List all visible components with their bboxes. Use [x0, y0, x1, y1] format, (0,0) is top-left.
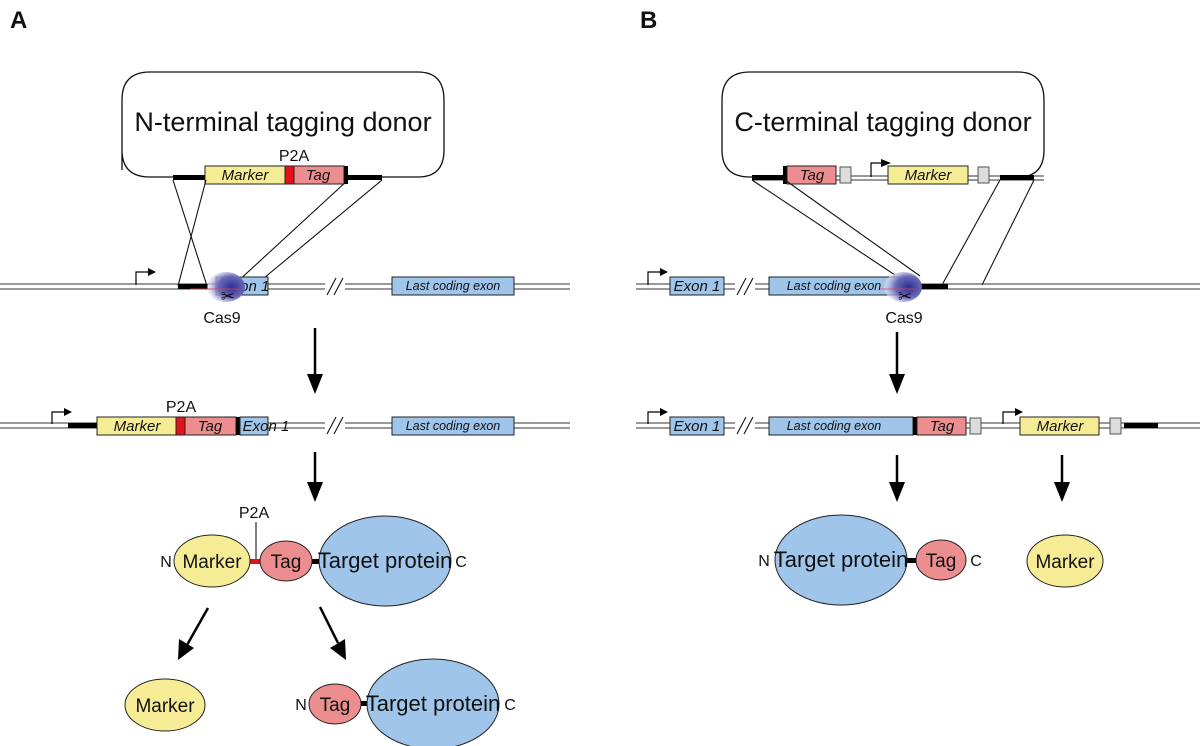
marker-label-protein-a: Marker	[182, 552, 242, 573]
target-protein-a	[318, 515, 452, 607]
marker-protein-a	[173, 534, 251, 588]
marker-label-donor-b: Marker	[905, 167, 953, 184]
n-terminus-label-a: N	[160, 554, 172, 571]
tag-product-a	[308, 683, 362, 725]
cas9-label-a: Cas9	[203, 310, 240, 327]
marker-label-product-a: Marker	[135, 696, 195, 717]
tag-label-protein-a: Tag	[271, 552, 302, 573]
fusion-protein-b: Target protein Tag N C Marker	[758, 514, 1104, 606]
spacer-box-donor-b1	[839, 166, 852, 184]
target-label-product-a: Target protein	[366, 691, 501, 716]
last-exon-label-b: Last coding exon	[787, 279, 882, 293]
tag-box-donor-b	[786, 165, 837, 185]
last-exon-label-a: Last coding exon	[406, 279, 501, 293]
scissors-icon: ✂	[898, 287, 912, 306]
promoter-arrow-icon	[135, 271, 152, 285]
target-label-protein-a: Target protein	[318, 548, 453, 573]
break-icon	[736, 277, 747, 296]
tag-label-donor-a: Tag	[306, 167, 331, 184]
tag-label-edited-a: Tag	[198, 418, 223, 435]
last-exon-box-a	[391, 276, 515, 296]
last-exon-box-edited-a	[391, 416, 515, 436]
tag-protein-b	[915, 539, 967, 581]
last-exon-label-edited-b: Last coding exon	[787, 419, 882, 433]
homology-arm-right-b	[1000, 175, 1034, 180]
scissors-icon: ✂	[221, 287, 235, 306]
c-terminus-label-b: C	[970, 553, 982, 570]
cas9-blob-a	[207, 272, 245, 302]
target-label-protein-b: Target protein	[774, 547, 909, 572]
marker-box-donor-b	[887, 165, 969, 185]
spacer-box-edited-b1	[969, 417, 982, 435]
break-icon	[326, 277, 337, 296]
marker-box-edited-b	[1019, 416, 1100, 436]
genome-locus-a: Exon 1 Last coding exon ✂ Cas9	[0, 268, 570, 327]
panel-a: A N-terminal tagging donor Marker Tag P2…	[0, 7, 570, 746]
panel-b: B C-terminal tagging donor Tag Marker	[636, 7, 1200, 606]
homology-region-b	[916, 284, 948, 289]
p2a-label-protein-a: P2A	[239, 505, 270, 522]
cas9-blob-b	[884, 272, 922, 302]
marker-label-protein-b: Marker	[1035, 552, 1095, 573]
exon1-box-edited-b	[669, 416, 725, 436]
donor-title-b: C-terminal tagging donor	[734, 107, 1031, 137]
promoter-arrow-icon	[1002, 411, 1019, 424]
tag-label-product-a: Tag	[320, 695, 351, 716]
tag-box-edited-b	[916, 416, 967, 436]
p2a-label-donor-a: P2A	[279, 148, 310, 165]
marker-label-edited-b: Marker	[1037, 418, 1085, 435]
homology-arm-left-a	[173, 175, 206, 180]
homology-region-a	[178, 284, 208, 289]
spacer-box-edited-b2	[1109, 417, 1122, 435]
tag-label-protein-b: Tag	[926, 551, 957, 572]
linker-donor-a	[344, 166, 348, 184]
cleavage-products-a: Marker Tag Target protein N C	[124, 658, 516, 746]
target-protein-b	[774, 514, 908, 606]
p2a-box-edited-a	[175, 416, 186, 436]
edited-locus-a: Marker Tag Exon 1 Last coding exon P2A	[0, 399, 570, 436]
exon1-box-b	[669, 276, 725, 296]
promoter-arrow-icon	[647, 271, 664, 285]
recombination-lines-b	[751, 179, 1035, 286]
arrow-cleave-left	[185, 607, 210, 646]
c-terminus-product-a: C	[504, 697, 516, 714]
arrow-cleave-right	[318, 606, 340, 644]
fusion-protein-a: P2A Marker Tag Target protein N C	[160, 505, 467, 607]
marker-label-edited-a: Marker	[114, 418, 162, 435]
tag-label-donor-b: Tag	[800, 167, 825, 184]
homology-arm-left-b	[752, 175, 785, 180]
promoter-arrow-icon	[647, 411, 664, 424]
exon1-label-b: Exon 1	[674, 278, 721, 295]
cas9-label-b: Cas9	[885, 310, 922, 327]
c-terminus-label-a: C	[455, 554, 467, 571]
p2a-box-donor-a	[284, 165, 295, 185]
tag-protein-a	[259, 540, 313, 582]
promoter-arrow-icon	[870, 162, 885, 177]
p2a-label-edited-a: P2A	[166, 399, 197, 416]
n-terminus-label-b: N	[758, 553, 770, 570]
tag-label-edited-b: Tag	[930, 418, 955, 435]
marker-protein-b	[1026, 534, 1104, 588]
marker-label-donor-a: Marker	[222, 167, 270, 184]
donor-title-a: N-terminal tagging donor	[134, 107, 431, 137]
homology-arm-right-a	[348, 175, 382, 180]
spacer-box-donor-b2	[977, 166, 990, 184]
n-terminus-product-a: N	[295, 697, 307, 714]
marker-product-a	[124, 678, 206, 732]
genome-locus-b: Exon 1 Last coding exon ✂ Cas9	[636, 268, 1200, 327]
promoter-arrow-icon	[51, 411, 68, 424]
recombination-lines-a	[172, 179, 383, 287]
donor-plasmid-a	[121, 71, 445, 178]
panel-a-label: A	[10, 7, 27, 34]
exon1-label-edited-a: Exon 1	[243, 418, 290, 435]
edited-locus-b: Exon 1 Last coding exon Tag Marker	[636, 408, 1200, 436]
donor-plasmid-b	[721, 71, 1045, 178]
target-product-a	[366, 658, 500, 746]
exon1-box-edited-a	[239, 416, 269, 436]
last-exon-label-edited-a: Last coding exon	[406, 419, 501, 433]
exon1-label-edited-b: Exon 1	[674, 418, 721, 435]
panel-b-label: B	[640, 7, 657, 34]
